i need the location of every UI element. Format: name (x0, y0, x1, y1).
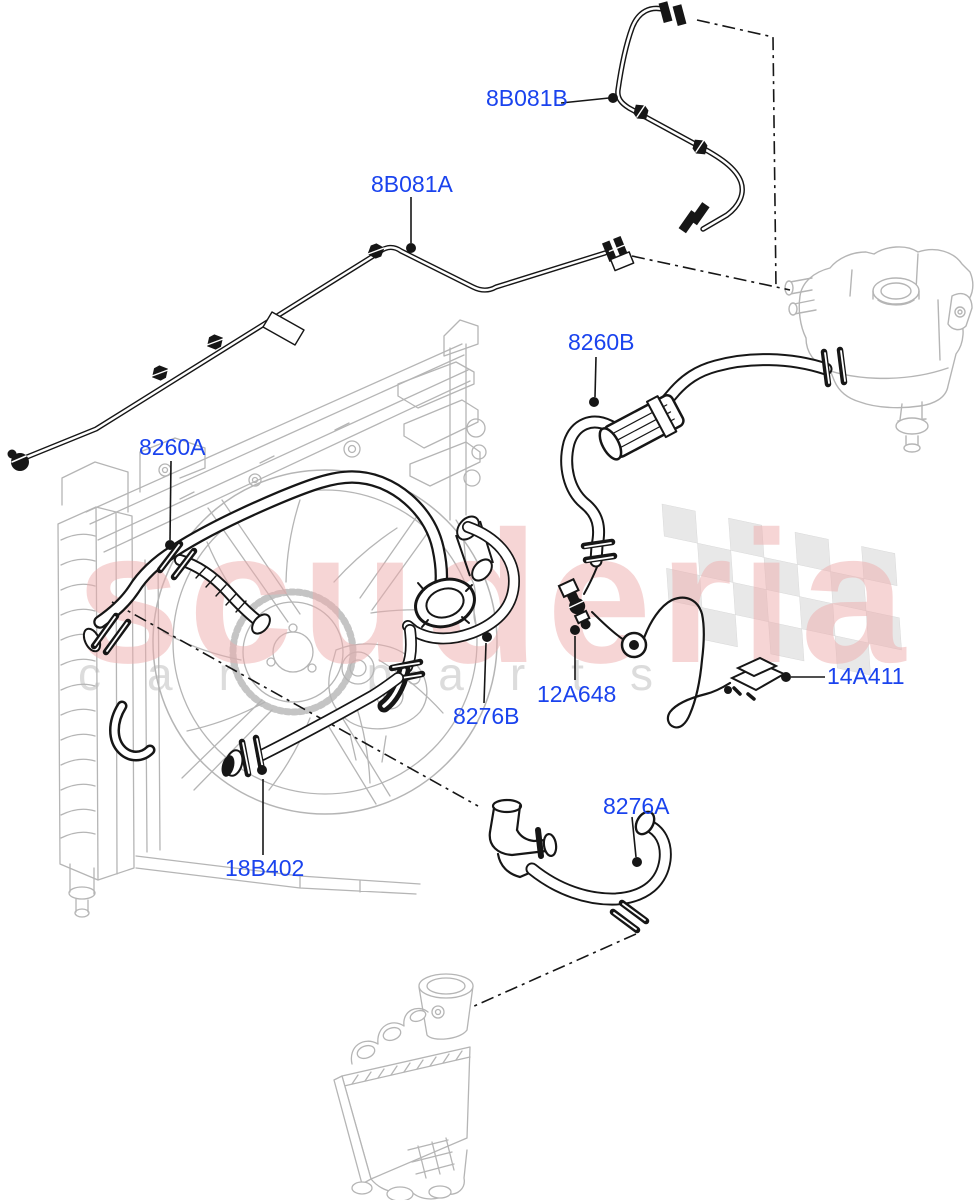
part-label-18b402[interactable]: 18B402 (225, 855, 305, 881)
hose-8260a (82, 470, 476, 656)
part-label-12a648[interactable]: 12A648 (537, 681, 617, 707)
part-label-8260b[interactable]: 8260B (568, 329, 635, 355)
part-label-8260a[interactable]: 8260A (139, 434, 206, 460)
part-label-8276b[interactable]: 8276B (453, 703, 520, 729)
part-label-8b081a[interactable]: 8B081A (371, 171, 453, 197)
charge-air-cooler (333, 973, 474, 1200)
checkered-flag-watermark (661, 503, 902, 676)
radiator-lower-elbow (109, 700, 156, 762)
expansion-tank (784, 246, 974, 453)
radiator-fan-assembly (57, 319, 498, 918)
tube-8b081a (7, 235, 635, 471)
leader-lines (165, 93, 825, 867)
hose-18b402 (221, 672, 404, 778)
part-label-14a411[interactable]: 14A411 (827, 663, 905, 689)
watermark-scuderia: scuderia (76, 492, 913, 702)
wiring-14a411 (591, 596, 787, 729)
part-label-8b081b[interactable]: 8B081B (486, 85, 568, 111)
hose-8b081b (615, 1, 745, 234)
hose-8276b (377, 521, 520, 713)
hose-8276a (488, 798, 672, 934)
reference-lines (111, 19, 791, 1008)
part-label-8276a[interactable]: 8276A (603, 793, 670, 819)
sensor-12a648 (557, 577, 591, 630)
hose-8260b (560, 346, 848, 595)
